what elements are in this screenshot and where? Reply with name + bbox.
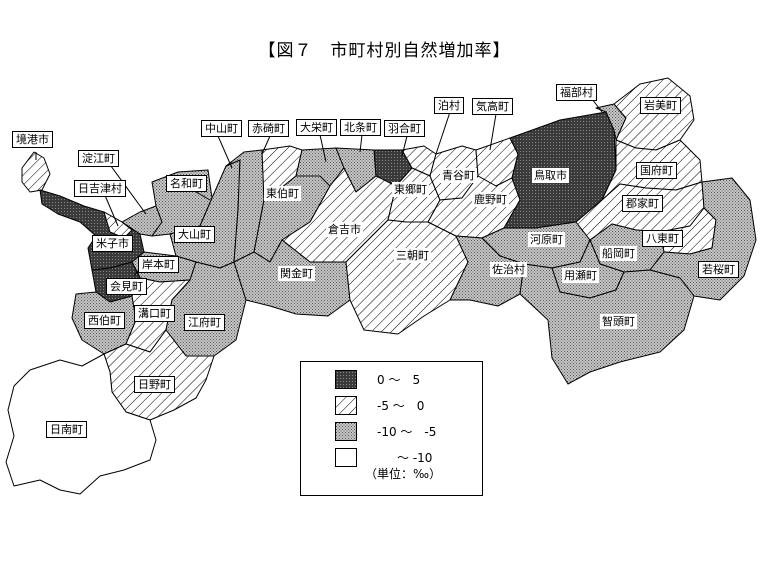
legend-swatch-dots (335, 422, 357, 441)
label-yodoe: 淀江町 (78, 150, 119, 167)
legend-unit: （単位：‰） (365, 467, 442, 481)
label-aoya: 青谷町 (440, 168, 477, 183)
label-saji: 佐治村 (490, 262, 527, 277)
label-yonago: 米子市 (92, 235, 133, 252)
legend-label-dots: -10 ～ -5 (377, 425, 437, 439)
label-wakasa: 若桜町 (698, 261, 739, 278)
label-chizu: 智頭町 (600, 314, 637, 329)
label-hatto: 八東町 (642, 230, 683, 247)
label-saihaku: 西伯町 (84, 312, 125, 329)
label-nawa: 名和町 (166, 175, 207, 192)
label-mizoguchi: 溝口町 (134, 305, 175, 322)
map-legend: 0 ～ 5 -5 ～ 0 -10 ～ -5 ～ -10 （単位：‰） (300, 361, 483, 496)
label-mochigase: 用瀬町 (562, 268, 599, 283)
label-tohaku: 東伯町 (264, 186, 301, 201)
label-funaoka: 船岡町 (600, 246, 637, 261)
label-tomari: 泊村 (434, 97, 464, 114)
label-hojo: 北条町 (340, 119, 381, 136)
label-sekigane: 関金町 (278, 266, 315, 281)
legend-label-white: ～ -10 (397, 451, 433, 465)
label-daisen: 大山町 (174, 226, 215, 243)
region-iwami (613, 77, 695, 151)
label-iwami: 岩美町 (640, 97, 681, 114)
label-fukube: 福部村 (556, 84, 597, 101)
legend-label-dark: 0 ～ 5 (377, 373, 421, 387)
label-nichinan: 日南町 (46, 421, 87, 438)
label-shikano: 鹿野町 (472, 192, 509, 207)
label-daiei: 大栄町 (296, 119, 337, 136)
label-togo: 東郷町 (392, 182, 429, 197)
legend-swatch-hatch (335, 396, 357, 415)
label-misasa: 三朝町 (394, 248, 431, 263)
label-aimi: 会見町 (106, 278, 147, 295)
region-saji (449, 235, 525, 307)
map-title: 【図７ 市町村別自然増加率】 (258, 41, 511, 61)
label-kishimoto: 岸本町 (138, 256, 179, 273)
label-nakayama: 中山町 (201, 120, 242, 137)
label-hino: 日野町 (134, 376, 175, 393)
legend-swatch-white (335, 448, 357, 467)
label-kokufu: 国府町 (636, 162, 677, 179)
label-sakaiminato: 境港市 (12, 131, 53, 148)
label-tottori: 鳥取市 (532, 168, 569, 183)
label-akasaki: 赤碕町 (248, 120, 289, 137)
label-hiezu: 日吉津村 (74, 180, 126, 197)
label-kohge: 郡家町 (622, 195, 663, 212)
legend-swatch-dark (335, 370, 357, 389)
label-hawai: 羽合町 (384, 120, 425, 137)
label-kofu: 江府町 (184, 314, 225, 331)
legend-label-hatch: -5 ～ 0 (377, 399, 425, 413)
label-kurayoshi: 倉吉市 (326, 222, 363, 237)
label-ketaka: 気高町 (472, 98, 513, 115)
label-kawahara: 河原町 (528, 232, 565, 247)
